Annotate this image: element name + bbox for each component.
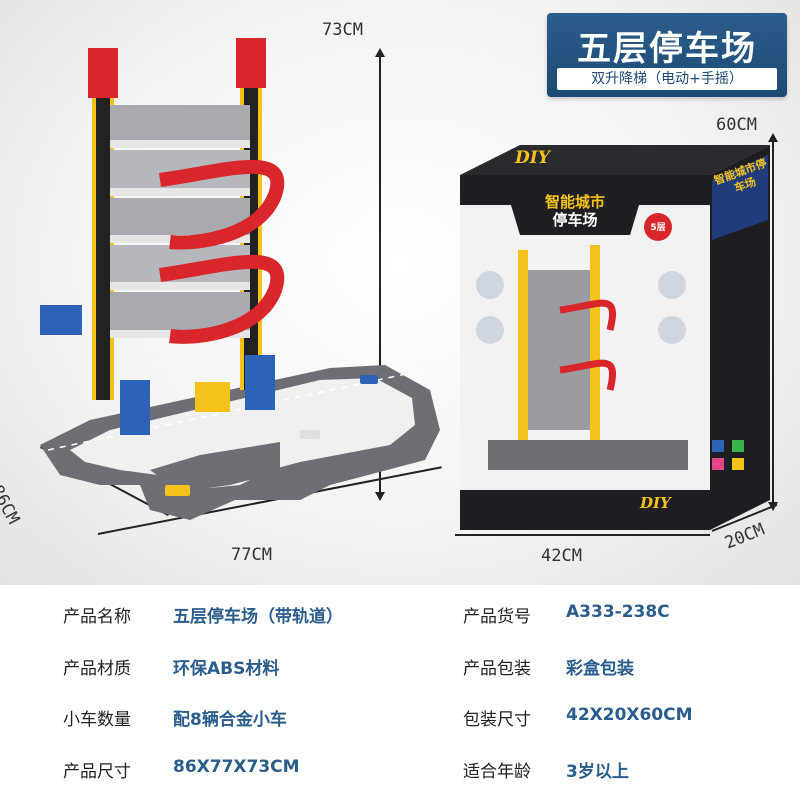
spec-value-item-no: A333-238C (566, 602, 670, 622)
spec-label-car-count: 小车数量 (63, 710, 131, 730)
box-name: 智能城市 停车场 (530, 193, 620, 229)
spec-value-name: 五层停车场（带轨道） (173, 607, 343, 627)
box-side (710, 145, 770, 530)
product-subtitle: 双升降梯（电动+手摇） (557, 68, 777, 90)
spec-label-age: 适合年龄 (463, 762, 531, 782)
arrow-down-icon (375, 492, 385, 501)
spec-row: 产品名称 五层停车场（带轨道） 产品货号 A333-238C (0, 590, 800, 640)
box-name-line1: 智能城市 (544, 193, 605, 211)
title-badge: 五层停车场 双升降梯（电动+手摇） (547, 13, 787, 97)
spec-label-product-size: 产品尺寸 (63, 762, 131, 782)
spec-value-car-count: 配8辆合金小车 (173, 710, 287, 730)
box-bottom-logo: DIY (640, 494, 671, 512)
spec-table: 产品名称 五层停车场（带轨道） 产品货号 A333-238C 产品材质 环保AB… (0, 585, 800, 800)
dim-height-line (379, 55, 381, 495)
spec-row: 产品尺寸 86X77X73CM 适合年龄 3岁以上 (0, 745, 800, 795)
dim-box-height-line (772, 140, 774, 505)
arrow-up-icon (375, 48, 385, 57)
box-brand-top: DIY (515, 148, 550, 168)
box-floor-badge: 5层 (650, 223, 666, 233)
spec-row: 产品材质 环保ABS材料 产品包装 彩盒包装 (0, 642, 800, 692)
toy-car (360, 375, 378, 384)
spec-value-age: 3岁以上 (566, 762, 629, 782)
box-name-line2: 停车场 (552, 211, 598, 229)
spec-value-material: 环保ABS材料 (173, 659, 280, 679)
dim-box-height-label: 60CM (716, 115, 757, 135)
spec-label-item-no: 产品货号 (463, 607, 531, 627)
spec-value-package-size: 42X20X60CM (566, 705, 693, 725)
sign-board (40, 305, 82, 335)
spec-label-name: 产品名称 (63, 607, 131, 627)
toy-car (300, 430, 320, 439)
track-base (40, 365, 440, 520)
product-title: 五层停车场 (577, 29, 757, 69)
packaging-box-image (460, 145, 770, 530)
spec-label-packaging: 产品包装 (463, 659, 531, 679)
spec-label-material: 产品材质 (63, 659, 131, 679)
garage-product-image (40, 38, 440, 520)
dim-box-width-line (455, 534, 710, 536)
spec-row: 小车数量 配8辆合金小车 包装尺寸 42X20X60CM (0, 693, 800, 743)
dim-width-label: 77CM (231, 545, 272, 565)
spec-value-product-size: 86X77X73CM (173, 757, 300, 777)
dim-box-width-label: 42CM (541, 546, 582, 566)
dim-height-label: 73CM (322, 20, 363, 40)
toy-car (165, 485, 190, 496)
garage-tower (88, 38, 285, 435)
arrow-up-icon (768, 133, 778, 142)
spec-value-packaging: 彩盒包装 (566, 659, 634, 679)
spec-label-package-size: 包装尺寸 (463, 710, 531, 730)
